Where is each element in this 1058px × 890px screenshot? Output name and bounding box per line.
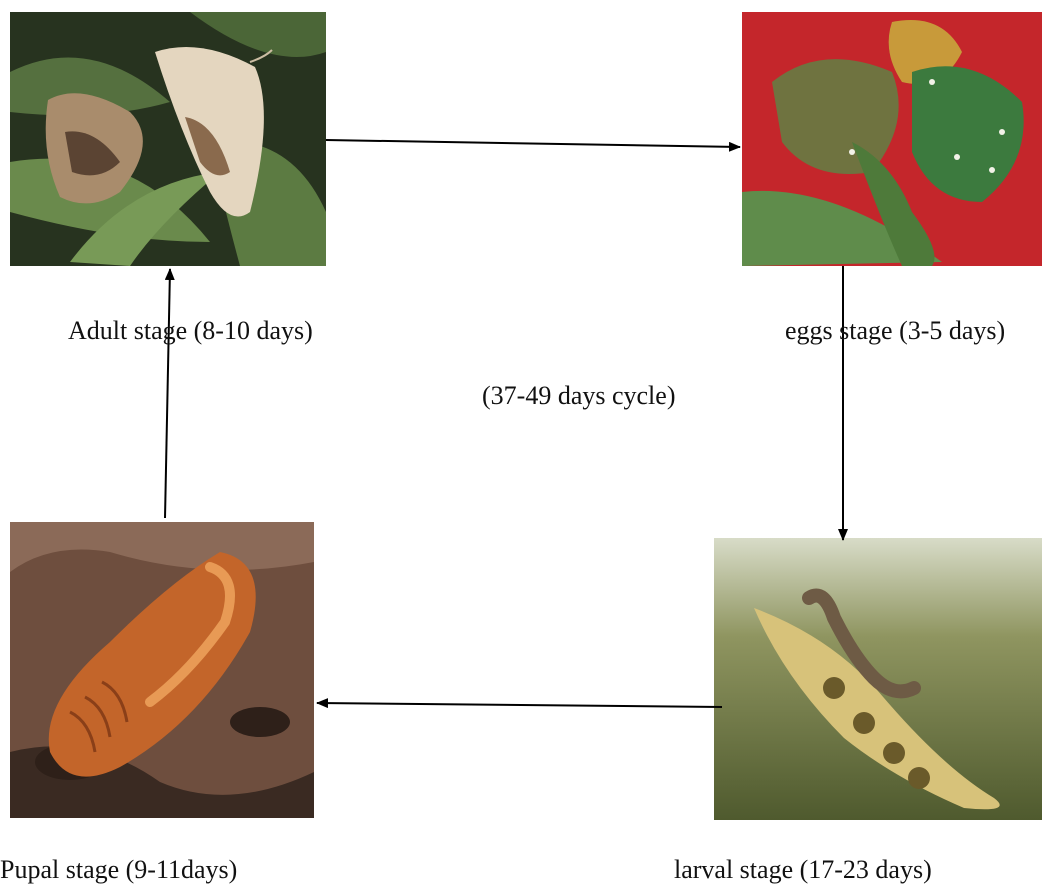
arrow-adult-to-eggs [326,140,740,147]
adult-stage-photo [10,12,326,266]
arrow-larval-to-pupal [317,703,722,707]
adult-stage-label: Adult stage (8-10 days) [68,318,313,344]
pupal-stage-photo [10,522,314,818]
larval-stage-photo [714,538,1042,820]
arrow-pupal-to-adult [165,269,170,518]
eggs-stage-label: eggs stage (3-5 days) [785,318,1005,344]
eggs-stage-photo [742,12,1042,266]
larval-stage-label: larval stage (17-23 days) [674,857,932,883]
pupal-stage-label: Pupal stage (9-11days) [0,857,237,883]
cycle-duration-label: (37-49 days cycle) [482,383,675,409]
